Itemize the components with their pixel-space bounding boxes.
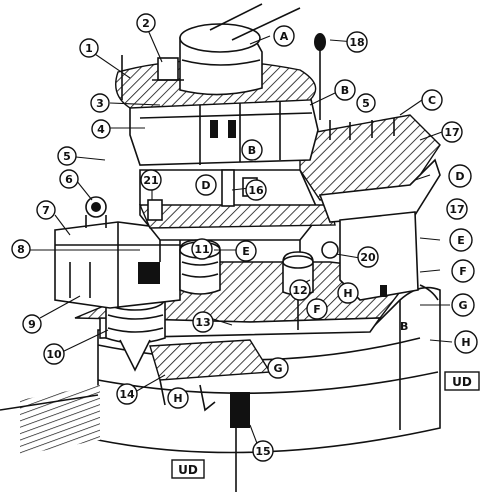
callout-g-right-label: G [458,299,467,312]
callout-h-right-label: H [461,336,470,349]
callout-12: 12 [289,279,311,301]
inline-label-b: B [400,320,408,333]
callout-17a-label: 17 [444,126,459,139]
callout-h-mid-label: H [173,392,182,405]
callout-10-label: 10 [46,348,62,361]
callout-e-mid: E [235,240,257,262]
callout-c-label: C [428,94,436,107]
callout-h-mid: H [167,387,189,409]
callout-18: 18 [346,31,368,53]
rangefinder-2 [152,57,184,81]
upper-bridge [129,94,319,166]
callout-a: A [273,25,295,47]
ud-stamp-bottom-label: UD [178,463,198,477]
mast-18 [314,33,326,120]
callout-21: 21 [140,169,162,191]
callout-3-label: 3 [96,97,104,110]
callout-15-label: 15 [255,445,270,458]
callout-g-right: G [451,293,475,317]
callout-14-label: 14 [119,388,135,401]
callout-5b: 5 [356,93,376,113]
callout-20-label: 20 [360,251,376,264]
callout-4: 4 [91,119,111,139]
director-tower [179,3,301,96]
callout-g-mid: G [267,357,289,379]
ud-stamp-right: UD [444,371,480,391]
callout-17b-label: 17 [449,203,464,216]
callout-12-label: 12 [292,284,307,297]
after-deck-c [299,114,441,301]
callout-9: 9 [22,314,42,334]
searchlight-6 [85,196,107,228]
callout-11-label: 11 [194,243,209,256]
callout-d-left-label: D [201,179,210,192]
callout-16: 16 [245,179,267,201]
callout-e-right-label: E [457,234,465,247]
callout-8-label: 8 [17,243,25,256]
callout-15: 15 [252,440,274,462]
callout-f-mid: F [306,298,328,320]
callout-8: 8 [11,239,31,259]
callout-f-mid-label: F [313,303,321,316]
callout-d-left: D [195,174,217,196]
callout-h-right: H [454,330,478,354]
callout-f-right: F [451,259,475,283]
callout-20: 20 [357,246,379,268]
forward-bridge-block [54,221,181,309]
callout-c: C [421,89,443,111]
callout-b-mid: B [241,139,263,161]
callout-17a: 17 [441,121,463,143]
callout-9-label: 9 [28,318,36,331]
callout-11: 11 [191,238,213,260]
callout-b-top-label: B [341,84,349,97]
callout-f-right-label: F [459,265,467,278]
callout-5a: 5 [57,146,77,166]
callout-e-right: E [449,228,473,252]
callout-7: 7 [36,200,56,220]
callout-b-mid-label: B [248,144,256,157]
mid-superstructure [138,169,336,262]
callout-a-label: A [280,30,289,43]
callout-2: 2 [136,13,156,33]
callout-18-label: 18 [349,36,364,49]
callout-16-label: 16 [248,184,264,197]
callout-3: 3 [90,93,110,113]
callout-4-label: 4 [97,123,105,136]
callout-h-small: H [337,282,359,304]
small-fittings [147,177,339,428]
ud-stamp-bottom: UD [171,459,205,479]
callout-10: 10 [43,343,65,365]
callout-d-right: D [448,164,472,188]
callout-5a-label: 5 [63,150,71,163]
callout-e-mid-label: E [242,245,250,258]
callout-b-top: B [334,79,356,101]
callout-6: 6 [59,169,79,189]
callout-13: 13 [192,311,214,333]
callout-17b: 17 [446,198,468,220]
callout-6-label: 6 [65,173,73,186]
callout-7-label: 7 [42,204,50,217]
callout-1-label: 1 [85,42,93,55]
callout-d-right-label: D [455,170,464,183]
callout-1: 1 [79,38,99,58]
callout-h-small-label: H [343,287,352,300]
callout-14: 14 [116,383,138,405]
callout-5b-label: 5 [362,97,370,110]
callout-21-label: 21 [143,174,158,187]
callout-g-mid-label: G [273,362,282,375]
ud-stamp-right-label: UD [452,375,472,389]
callout-2-label: 2 [142,17,150,30]
callout-13-label: 13 [195,316,210,329]
